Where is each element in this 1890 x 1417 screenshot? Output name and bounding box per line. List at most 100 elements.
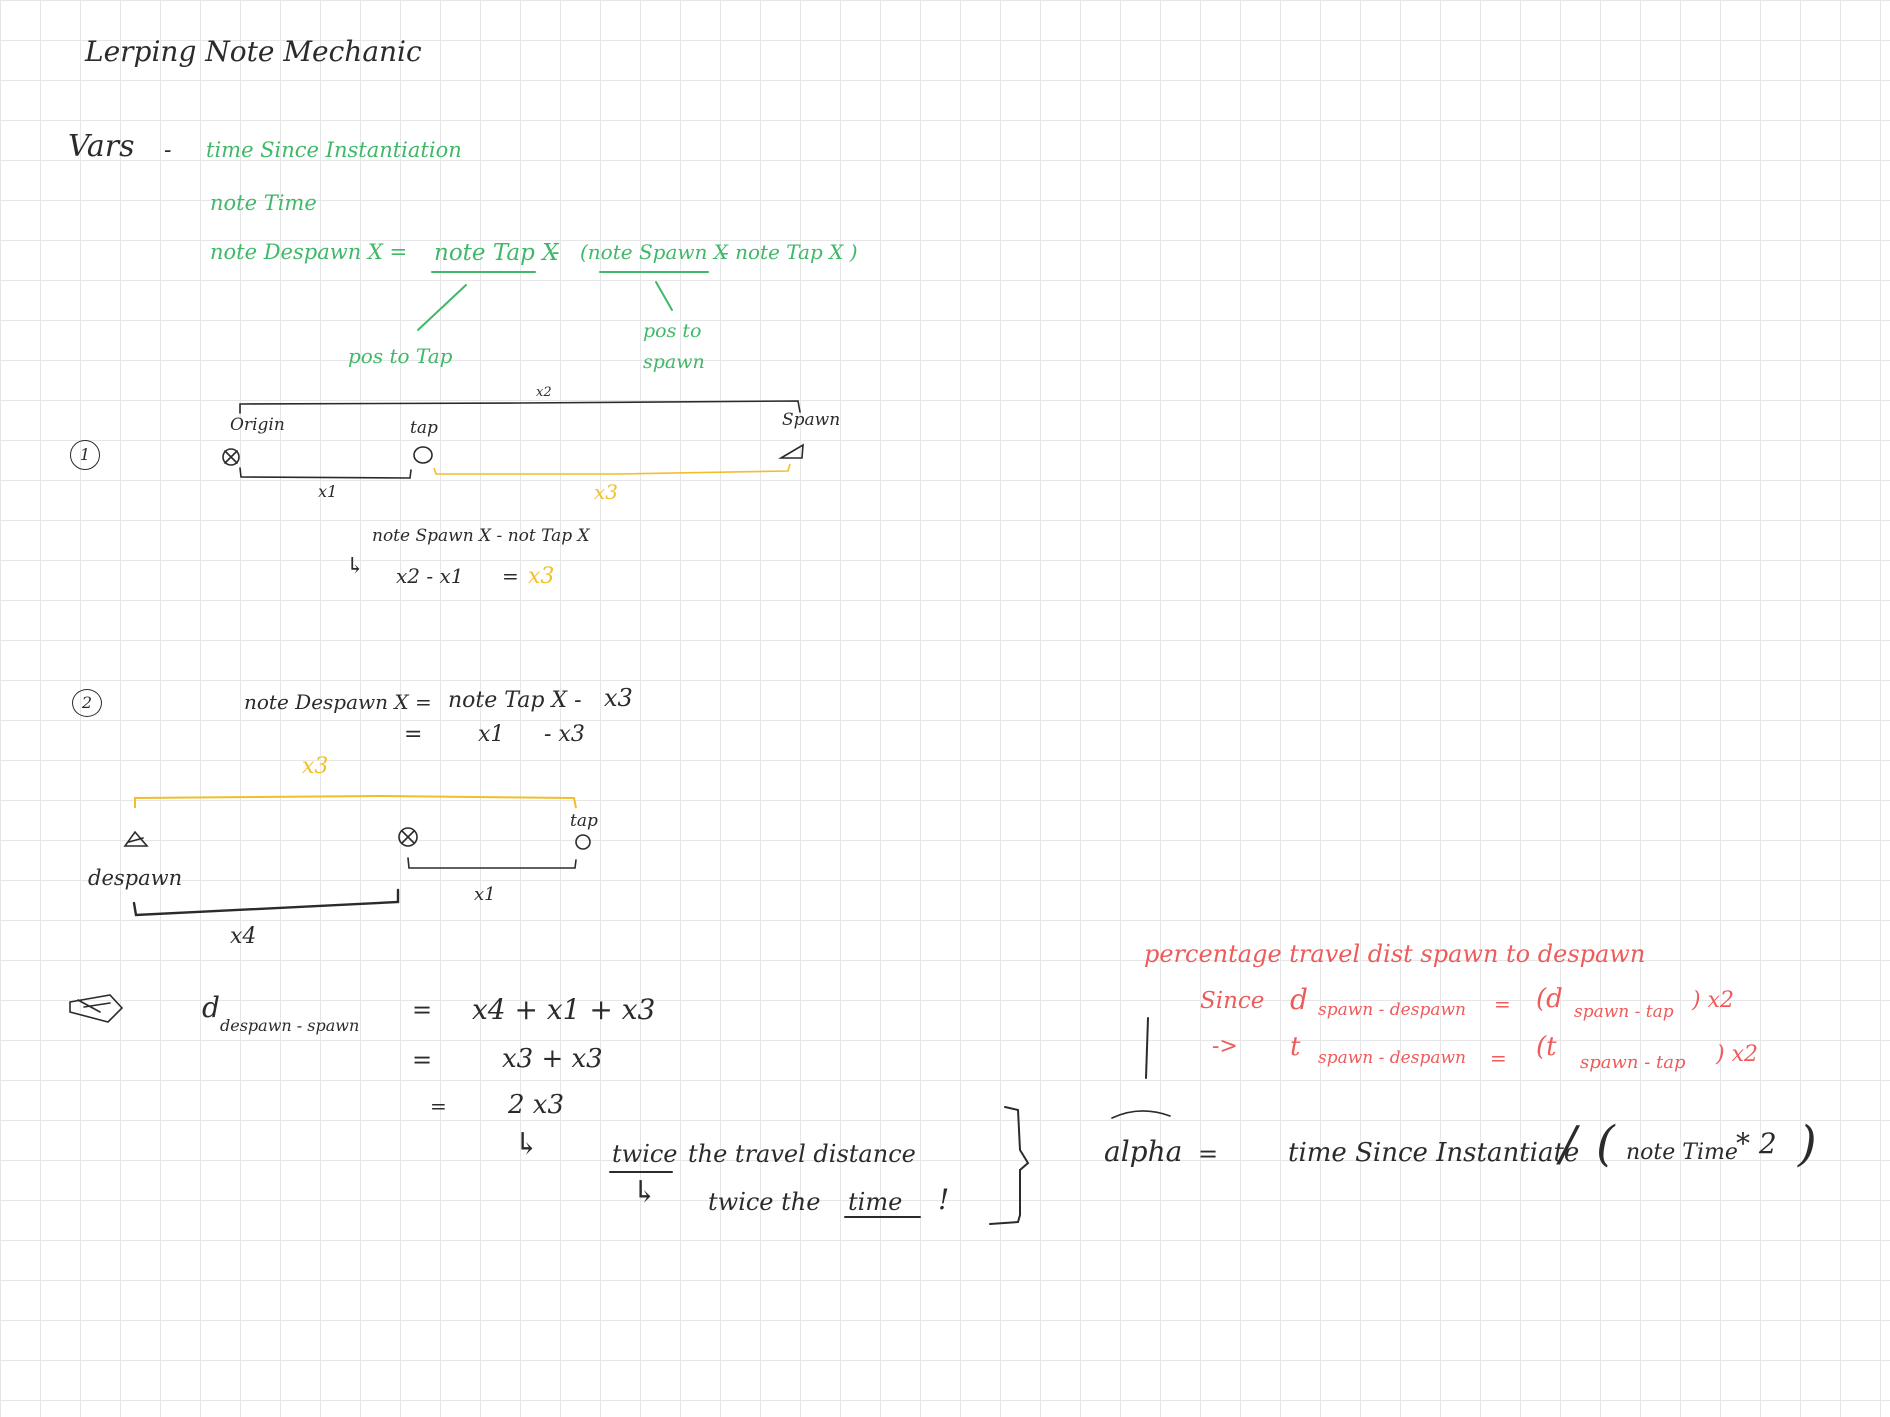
step-1-marker: 1 — [70, 440, 100, 470]
step1-eq-equals: = — [502, 564, 519, 588]
red-line1-sub2: spawn - tap — [1574, 1002, 1674, 1022]
alpha-paren-close: ) — [1798, 1116, 1817, 1172]
step1-arrow: ↳ — [346, 554, 365, 579]
alpha-paren-open: ( — [1596, 1116, 1615, 1172]
page-title: Lerping Note Mechanic — [85, 35, 422, 68]
alpha-label: alpha — [1104, 1135, 1183, 1168]
step3-note2-excl: ! — [938, 1183, 950, 1216]
alpha-note-time: note Time — [1626, 1140, 1738, 1165]
red-line1-close: ) x2 — [1692, 988, 1734, 1013]
origin-marker-step2 — [398, 827, 418, 847]
step2-line1-rhs: note Tap X - — [448, 688, 582, 713]
red-line2-eq: = — [1490, 1046, 1507, 1070]
step2-line2-eq: = — [404, 722, 423, 747]
step3-row1: x4 + x1 + x3 — [472, 993, 656, 1026]
bracket-x3 — [433, 463, 791, 475]
step2-line1-x3: x3 — [604, 684, 633, 712]
red-line2-close: ) x2 — [1716, 1042, 1758, 1067]
red-since: Since — [1200, 988, 1265, 1014]
alpha-rhs: time Since Instantiate — [1288, 1138, 1580, 1168]
vertical-connector — [1145, 1017, 1149, 1079]
annotation-pos-to-spawn-2: spawn — [643, 351, 705, 373]
despawn-eq-note-tap-x-2: - note Tap X ) — [722, 240, 858, 264]
red-line2-sub: spawn - despawn — [1318, 1048, 1466, 1068]
red-line1-sub: spawn - despawn — [1318, 1000, 1466, 1020]
arrow-marker-step3 — [69, 994, 124, 1023]
step1-eq-left: x2 - x1 — [396, 564, 464, 588]
bracket-x1 — [239, 467, 412, 479]
step2-label-x1: x1 — [474, 884, 496, 905]
red-line2-open: (t — [1536, 1032, 1557, 1062]
bracket-x1-step2 — [407, 857, 577, 869]
bracket-x3-step2 — [134, 794, 577, 809]
pointer-pos-to-tap — [417, 284, 467, 331]
step3-note2-pre: twice the — [708, 1188, 821, 1216]
red-line1-d: d — [1290, 983, 1308, 1016]
alpha-times-2: * 2 — [1736, 1127, 1777, 1160]
bracket-x4 — [132, 888, 400, 917]
despawn-marker — [123, 830, 149, 847]
step3-arrow-1: ↳ — [514, 1127, 540, 1162]
annotation-pos-to-tap: pos to Tap — [348, 344, 453, 368]
step2-label-despawn: despawn — [88, 866, 183, 890]
red-line1-eq: = — [1494, 992, 1511, 1016]
step2-line1-lhs: note Despawn X = — [244, 690, 432, 714]
bracket-x2 — [239, 400, 801, 414]
alpha-slash: / — [1560, 1116, 1577, 1172]
step-2-marker: 2 — [72, 689, 102, 717]
step3-d-subscript: despawn - spawn — [220, 1016, 360, 1035]
step2-line2-rest: - x3 — [544, 722, 585, 747]
origin-cross-step2 — [401, 830, 415, 844]
red-line1-open: (d — [1536, 984, 1563, 1014]
red-line2-sub2: spawn - tap — [1580, 1052, 1686, 1073]
label-tap: tap — [410, 418, 438, 438]
red-line2-t: t — [1290, 1032, 1301, 1062]
step1-eq-right: x3 — [528, 564, 555, 589]
origin-marker — [222, 448, 240, 466]
step3-note2-time: time — [848, 1188, 903, 1216]
step3-strokes — [69, 994, 1171, 1225]
step2-line2-x1: x1 — [478, 722, 505, 747]
despawn-eq-note-tap-x: note Tap X — [434, 240, 559, 266]
step3-row2-eq: = — [412, 1046, 433, 1074]
spawn-marker — [778, 443, 804, 459]
label-origin: Origin — [230, 415, 285, 435]
step3-d: d — [202, 991, 220, 1024]
despawn-eq-lhs: note Despawn X = — [210, 240, 408, 264]
despawn-eq-minus: - — [552, 240, 560, 265]
var-note-time: note Time — [210, 191, 317, 215]
step3-arrow-2: ↳ — [632, 1175, 658, 1210]
step3-row3-eq: = — [430, 1094, 447, 1118]
red-arrow: -> — [1212, 1034, 1238, 1059]
alpha-overline — [1111, 1110, 1171, 1119]
label-x1: x1 — [318, 482, 338, 501]
step3-row3: 2 x3 — [508, 1090, 565, 1120]
step2-strokes — [123, 827, 591, 917]
step1-note-line: note Spawn X - not Tap X — [372, 526, 590, 546]
tap-marker-step2 — [575, 834, 591, 850]
curly-brace — [989, 1106, 1030, 1225]
annotation-pos-to-spawn-1: pos to — [643, 320, 702, 342]
step1-strokes — [222, 400, 804, 479]
step3-note1-twice: twice — [612, 1140, 678, 1168]
pointer-pos-to-spawn — [655, 281, 673, 311]
vars-label: Vars — [68, 129, 135, 164]
step2-label-x4: x4 — [230, 924, 257, 949]
step2-label-x3: x3 — [302, 754, 329, 779]
tap-marker — [413, 446, 433, 464]
label-spawn: Spawn — [782, 410, 841, 430]
vars-dash: - — [164, 138, 172, 163]
step3-row2: x3 + x3 — [502, 1044, 603, 1074]
red-heading: percentage travel dist spawn to despawn — [1144, 940, 1646, 968]
var-time-since-instantiation: time Since Instantiation — [206, 138, 462, 162]
label-x2: x2 — [536, 385, 552, 400]
origin-cross — [224, 450, 238, 464]
green-annotation-strokes — [417, 271, 709, 331]
step3-note1-rest: the travel distance — [688, 1140, 916, 1168]
alpha-eq: = — [1198, 1140, 1219, 1168]
label-x3: x3 — [594, 480, 619, 504]
step3-row1-eq: = — [412, 996, 433, 1024]
step2-label-tap: tap — [570, 811, 598, 831]
despawn-eq-note-spawn-x: (note Spawn X — [580, 240, 728, 264]
